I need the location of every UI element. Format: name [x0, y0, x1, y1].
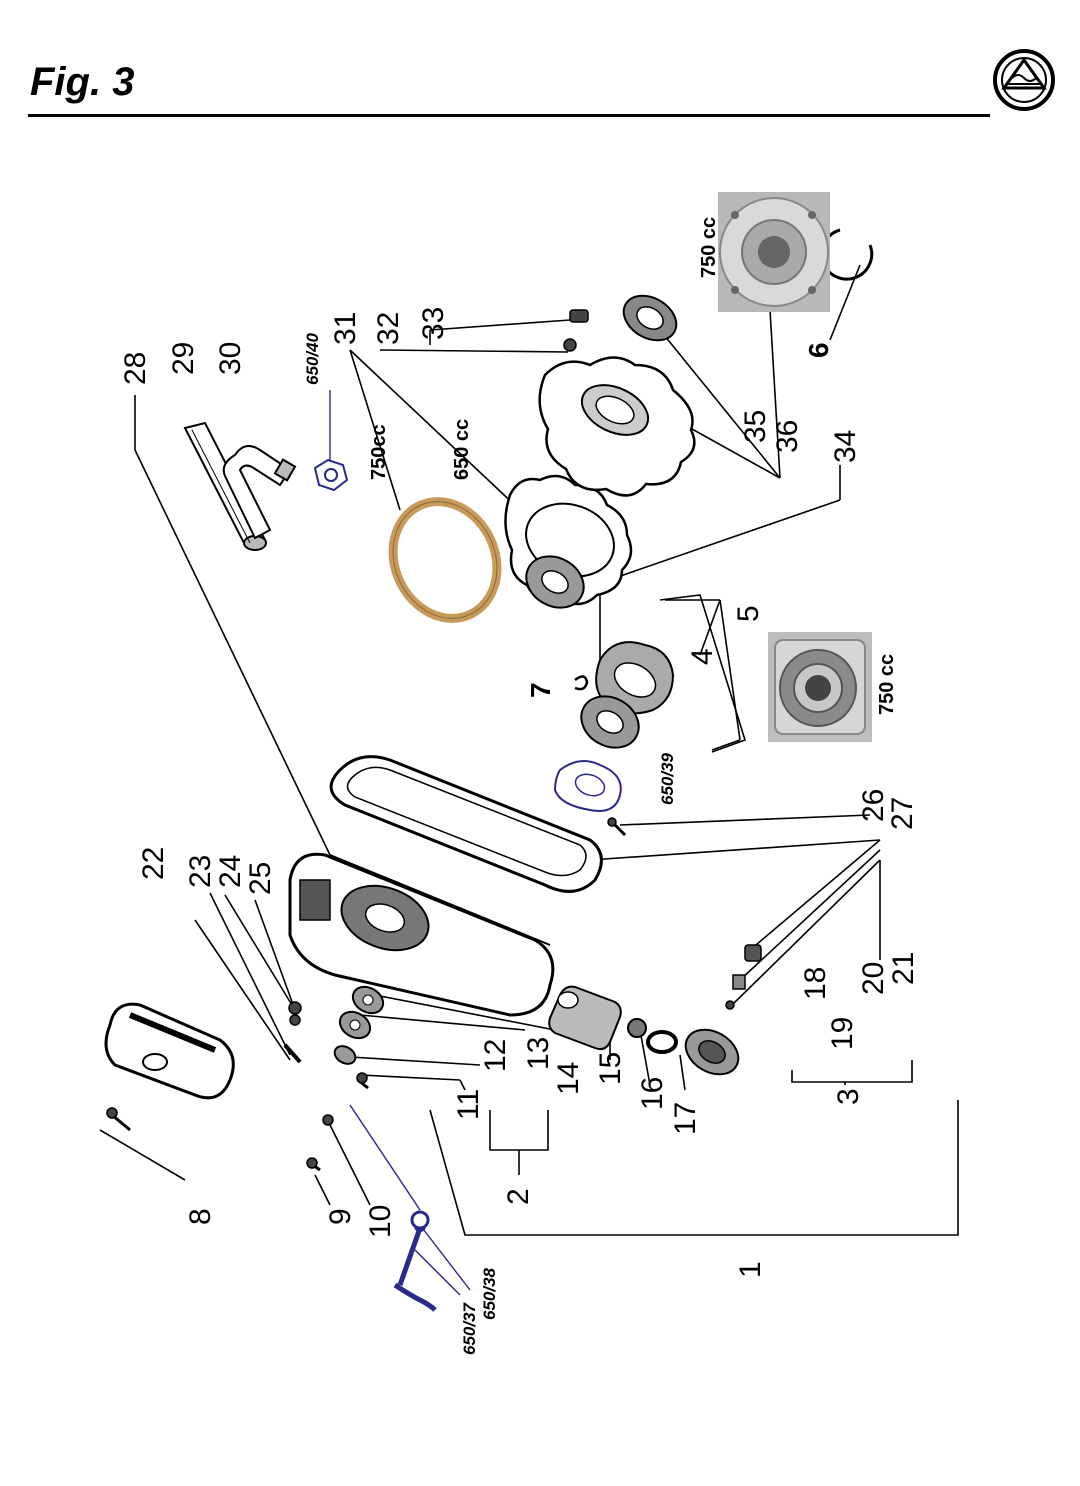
bolt-26-part	[607, 817, 627, 837]
gasket-650-39-part	[553, 760, 622, 812]
bent-tube-part	[222, 445, 297, 540]
callout-17: 17	[669, 1102, 702, 1135]
variant-650-37: 650/37	[460, 1301, 479, 1355]
callout-7: 7	[525, 682, 556, 698]
callout-8: 8	[184, 1208, 217, 1225]
callout-12: 12	[479, 1039, 512, 1072]
variant-labels: 650/40 750cc 650 cc 750 cc 750 cc 650/39…	[303, 217, 898, 1355]
callout-6: 6	[803, 342, 834, 358]
callout-20: 20	[857, 962, 890, 995]
callout-27: 27	[886, 797, 919, 830]
washers-part	[333, 985, 385, 1065]
callout-28: 28	[119, 352, 152, 385]
callout-10: 10	[364, 1205, 397, 1238]
callout-22: 22	[137, 847, 170, 880]
callout-32: 32	[372, 312, 405, 345]
main-gasket-part	[329, 755, 603, 893]
figure-title: Fig. 3	[30, 60, 135, 104]
bearing-top-part	[622, 294, 678, 342]
variant-650-38: 650/38	[480, 1267, 499, 1320]
callout-35: 35	[739, 410, 772, 443]
callout-14: 14	[552, 1062, 585, 1095]
callout-5: 5	[732, 605, 765, 622]
callout-34: 34	[829, 430, 862, 463]
photo-inset-750-cover	[718, 192, 830, 312]
small-parts-18-21	[725, 944, 762, 1010]
valve-3-part	[684, 1028, 740, 1076]
small-bolts-part	[563, 309, 589, 352]
bearing-housing-part	[595, 641, 675, 715]
callout-3: 3	[832, 1088, 865, 1105]
ring-17-part	[646, 1030, 678, 1054]
callout-36: 36	[771, 420, 804, 453]
title-rule	[28, 114, 990, 117]
callout-33: 33	[417, 307, 450, 340]
callout-15: 15	[594, 1052, 627, 1085]
bolt-11-part	[356, 1072, 369, 1090]
cylinder-15-part	[548, 985, 622, 1051]
nut-part	[313, 458, 349, 492]
main-housing-part	[288, 852, 555, 1017]
clip-part	[574, 675, 589, 691]
callout-2: 2	[502, 1188, 535, 1205]
end-cover-part	[538, 356, 696, 497]
callout-9: 9	[324, 1208, 357, 1225]
callout-11: 11	[452, 1089, 485, 1120]
callout-25: 25	[244, 862, 277, 895]
variant-750cc-gasket: 750cc	[368, 424, 390, 480]
callout-26: 26	[857, 789, 890, 822]
callout-numbers: 28 29 30 31 32 33 35 36 34 6 5 4 7 26 27…	[119, 307, 920, 1278]
callout-24: 24	[214, 855, 247, 888]
lever-650-37-part	[393, 1220, 437, 1312]
variant-750cc-bearing: 750 cc	[876, 654, 898, 715]
callout-31: 31	[329, 312, 362, 345]
bolts-23-25-part	[283, 1001, 302, 1064]
manufacturer-logo-icon	[993, 49, 1055, 111]
bearing-34-part	[525, 555, 585, 609]
photo-inset-750-bearing	[768, 632, 872, 742]
variant-650cc-gasket: 650 cc	[451, 419, 473, 480]
variant-650-39: 650/39	[658, 752, 677, 805]
callout-19: 19	[826, 1017, 859, 1050]
callout-18: 18	[799, 967, 832, 1000]
callout-13: 13	[522, 1037, 555, 1070]
leader-lines	[99, 264, 959, 1296]
gasket-750-part	[388, 497, 502, 623]
cover-22-part	[104, 1002, 235, 1100]
variant-650-40: 650/40	[303, 332, 322, 385]
callout-16: 16	[636, 1077, 669, 1110]
bolts-9-10-part	[306, 1114, 334, 1172]
callout-30: 30	[214, 342, 247, 375]
callout-29: 29	[167, 342, 200, 375]
callout-21: 21	[887, 952, 920, 985]
nut-650-38-part	[410, 1210, 430, 1230]
screw-8-part	[106, 1107, 131, 1132]
callout-1: 1	[734, 1261, 767, 1278]
callout-4: 4	[686, 648, 719, 665]
callout-23: 23	[184, 855, 217, 888]
nut-16-part	[627, 1018, 647, 1038]
bearing-lower-part	[580, 695, 640, 749]
variant-750cc-cover: 750 cc	[698, 217, 720, 278]
